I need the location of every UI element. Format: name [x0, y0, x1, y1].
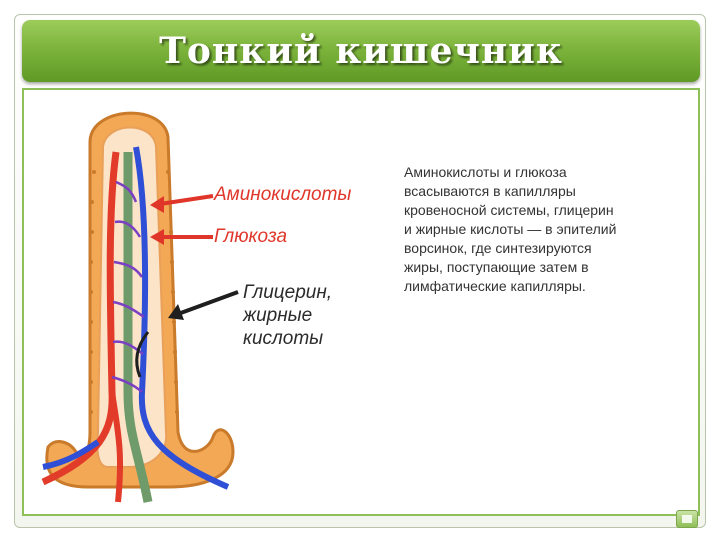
arrow-glycerol: [178, 292, 238, 314]
nav-icon: [682, 515, 692, 523]
label-glucose: Глюкоза: [214, 226, 287, 248]
label-glycerol-line2: жирные: [243, 305, 312, 327]
label-glycerol-line1: Глицерин,: [243, 282, 332, 304]
caption-line: Аминокислоты и глюкоза: [404, 163, 674, 182]
caption-line: жиры, поступающие затем в: [404, 258, 674, 277]
slide-nav-button[interactable]: [676, 510, 698, 528]
villus-diagram: [28, 92, 408, 512]
label-amino-acids: Аминокислоты: [214, 184, 351, 206]
caption-line: лимфатические капилляры.: [404, 277, 674, 296]
caption-line: ворсинок, где синтезируются: [404, 239, 674, 258]
caption-line: кровеносной системы, глицерин: [404, 201, 674, 220]
title-bar: Тонкий кишечник: [22, 20, 700, 82]
caption-text: Аминокислоты и глюкоза всасываются в кап…: [404, 163, 674, 296]
slide-title: Тонкий кишечник: [159, 30, 563, 72]
label-glycerol-line3: кислоты: [243, 328, 323, 350]
caption-line: и жирные кислоты — в эпителий: [404, 220, 674, 239]
caption-line: всасываются в капилляры: [404, 182, 674, 201]
